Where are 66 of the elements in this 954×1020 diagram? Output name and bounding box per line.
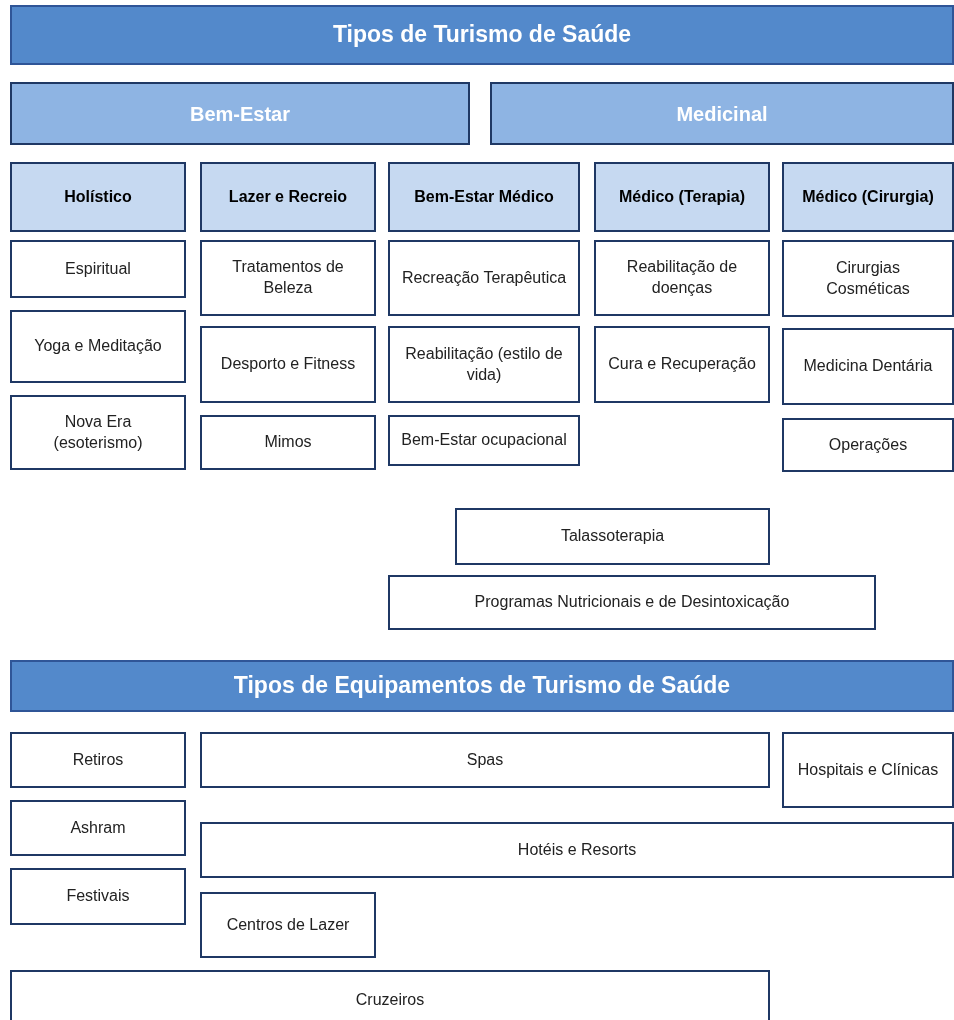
header-banner	[10, 5, 954, 65]
heading-text: Médico (Cirurgia)	[801, 186, 935, 207]
item-box	[10, 800, 186, 856]
item-label: Medicina Dentária	[802, 356, 934, 377]
heading-text: Médico (Terapia)	[618, 186, 746, 207]
item-label: Desporto e Fitness	[219, 354, 357, 375]
category-banner	[10, 82, 470, 145]
item-box	[782, 328, 954, 405]
heading-text: Tipos de Equipamentos de Turismo de Saúde	[232, 671, 732, 701]
item-box	[10, 310, 186, 383]
item-box	[200, 326, 376, 403]
item-label: Retiros	[71, 749, 125, 770]
item-box	[10, 970, 770, 1020]
item-box	[10, 240, 186, 298]
heading-text: Holístico	[63, 186, 133, 207]
item-label: Spas	[465, 749, 505, 770]
item-box	[594, 240, 770, 316]
item-label: Yoga e Meditação	[33, 336, 163, 357]
category-box	[782, 162, 954, 232]
heading-text: Tipos de Turismo de Saúde	[331, 20, 633, 50]
item-label: Programas Nutricionais e de Desintoxicação	[473, 592, 791, 613]
item-label: Operações	[827, 434, 909, 455]
item-label: Cruzeiros	[354, 989, 426, 1010]
item-label: Hotéis e Resorts	[516, 839, 638, 860]
item-label: Ashram	[69, 817, 127, 838]
category-box	[200, 162, 376, 232]
item-box	[455, 508, 770, 565]
heading-text: Bem-Estar	[188, 101, 291, 127]
item-box	[10, 732, 186, 788]
item-box	[594, 326, 770, 403]
item-label: Reabilitação (estilo de vida)	[404, 343, 564, 385]
category-box	[388, 162, 580, 232]
item-label: Cirurgias Cosméticas	[825, 257, 911, 299]
item-box	[782, 240, 954, 317]
category-box	[10, 162, 186, 232]
item-box	[388, 240, 580, 316]
item-label: Hospitais e Clínicas	[796, 759, 940, 780]
item-box	[10, 395, 186, 470]
category-box	[594, 162, 770, 232]
item-box	[782, 418, 954, 472]
item-box	[200, 892, 376, 958]
item-box	[782, 732, 954, 808]
item-box	[388, 575, 876, 630]
item-label: Bem-Estar ocupacional	[400, 430, 568, 451]
item-label: Reabilitação de doenças	[625, 257, 739, 298]
item-label: Cura e Recuperação	[607, 354, 757, 375]
item-label: Mimos	[263, 432, 313, 453]
item-box	[200, 822, 954, 878]
header-banner	[10, 660, 954, 712]
item-label: Nova Era (esoterismo)	[52, 411, 144, 453]
item-label: Espiritual	[64, 258, 132, 279]
heading-text: Lazer e Recreio	[227, 186, 349, 207]
item-box	[200, 732, 770, 788]
heading-text: Medicinal	[675, 101, 769, 127]
item-label: Festivais	[65, 886, 131, 907]
item-box	[388, 326, 580, 403]
item-box	[10, 868, 186, 925]
item-label: Talassoterapia	[559, 526, 666, 547]
item-label: Recreação Terapêutica	[400, 267, 568, 288]
item-label: Tratamentos de Beleza	[231, 257, 345, 298]
item-label: Centros de Lazer	[225, 914, 351, 935]
item-box	[388, 415, 580, 466]
heading-text: Bem-Estar Médico	[413, 186, 555, 207]
item-box	[200, 240, 376, 316]
item-box	[200, 415, 376, 470]
category-banner	[490, 82, 954, 145]
